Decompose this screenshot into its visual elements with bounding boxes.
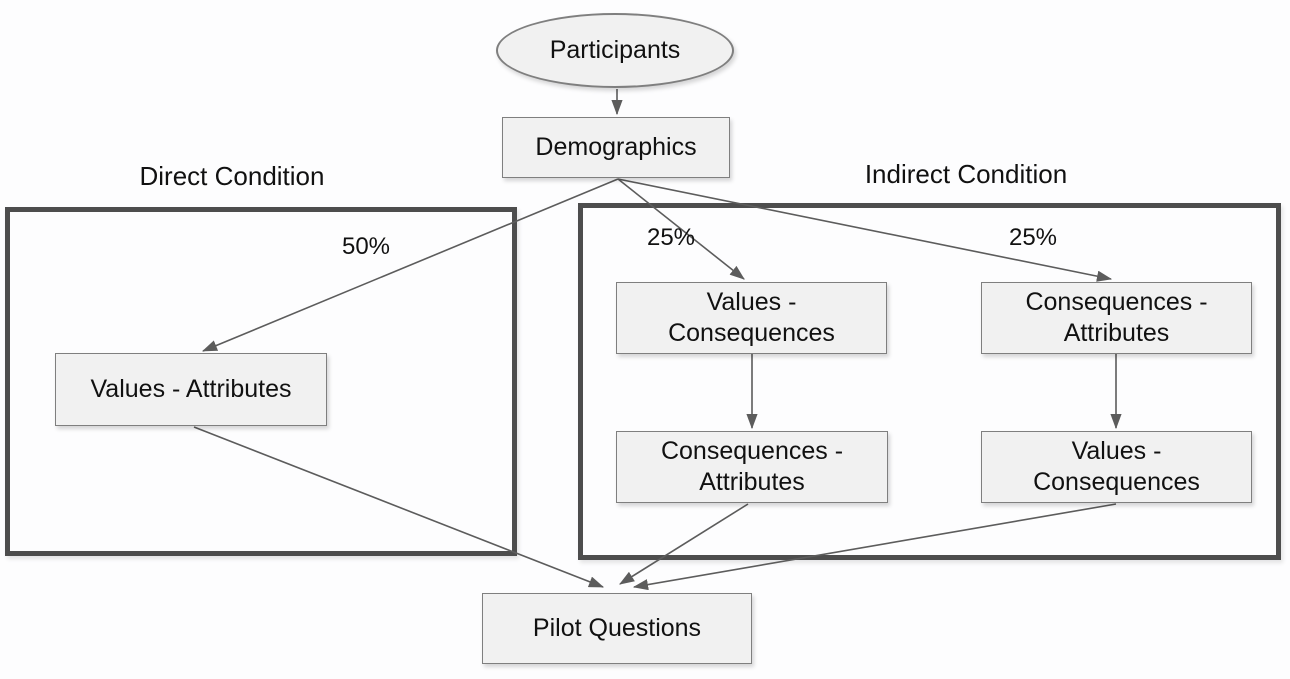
indirect-condition-title: Indirect Condition	[864, 159, 1068, 189]
node-demographics: Demographics	[502, 117, 730, 178]
indirect-condition-group-box	[578, 203, 1281, 560]
edge-label-25-percent-left: 25%	[646, 224, 696, 251]
node-values-consequences-second: Values - Consequences	[981, 431, 1252, 503]
direct-condition-title: Direct Condition	[139, 161, 325, 191]
node-values-consequences-first: Values - Consequences	[616, 282, 887, 354]
edge-label-50-percent: 50%	[341, 233, 391, 260]
node-consequences-attributes-first: Consequences - Attributes	[981, 282, 1252, 354]
node-participants: Participants	[496, 13, 734, 88]
node-values-attributes: Values - Attributes	[55, 353, 327, 426]
edge-label-25-percent-right: 25%	[1008, 224, 1058, 251]
node-pilot-questions: Pilot Questions	[482, 593, 752, 664]
node-consequences-attributes-second: Consequences - Attributes	[616, 431, 888, 503]
